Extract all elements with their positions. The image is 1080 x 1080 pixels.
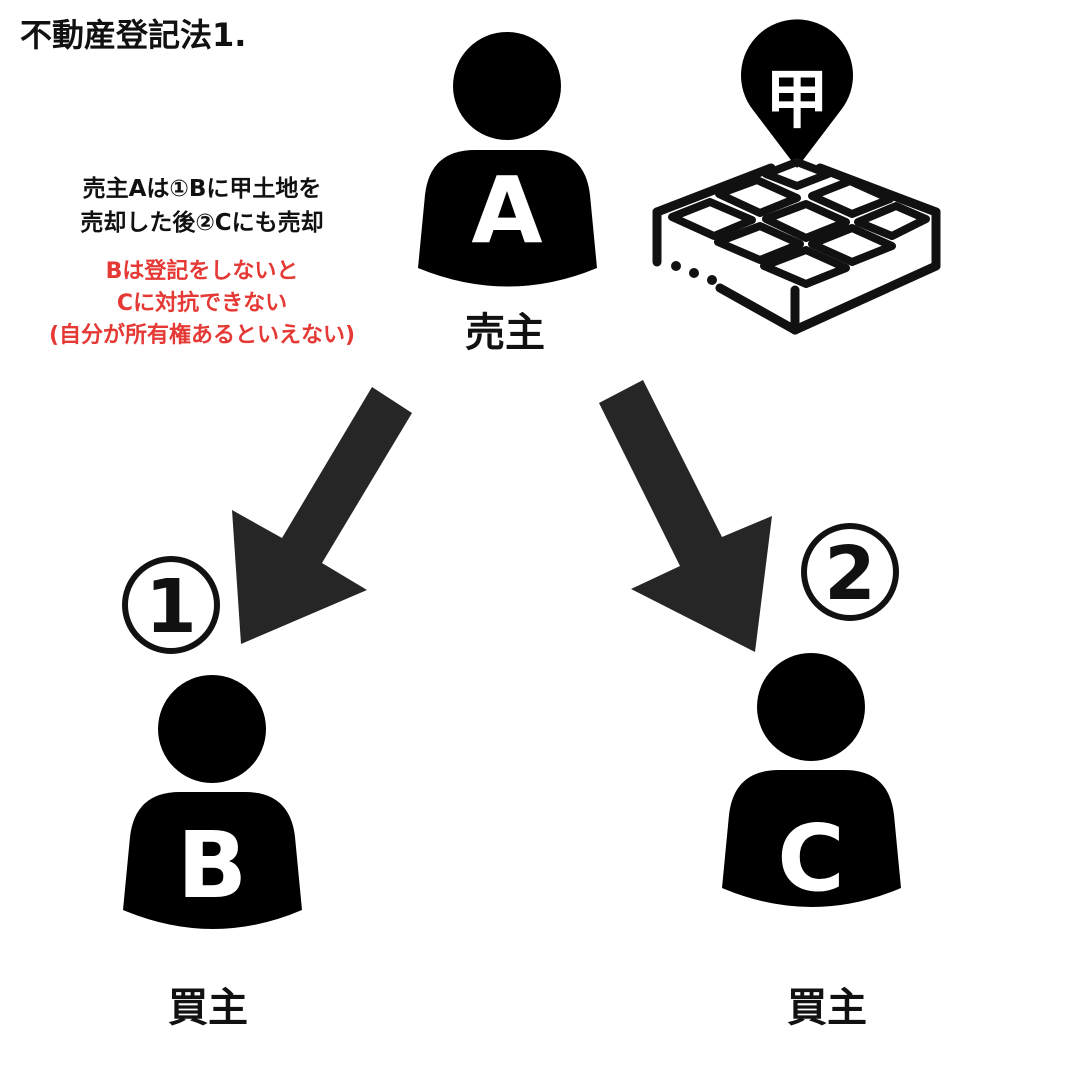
emphasis-line-2: Cに対抗できない bbox=[116, 291, 288, 316]
buyer-c-person-icon: C bbox=[722, 653, 901, 912]
page-title: 不動産登記法1. bbox=[20, 16, 247, 54]
emphasis-line-3: (自分が所有権あるといえない) bbox=[48, 323, 356, 348]
sale-2-marker: 2 bbox=[801, 523, 899, 621]
explanation-text: 売主Aは①Bに甲土地を 売却した後②Cにも売却 bbox=[0, 172, 412, 240]
emphasis-text: Bは登記をしないと Cに対抗できない (自分が所有権あるといえない) bbox=[0, 256, 412, 352]
land-label: 甲 bbox=[765, 64, 829, 138]
buyer-c-role-label: 買主 bbox=[787, 985, 867, 1031]
explanation-line-1: 売主Aは①Bに甲土地を bbox=[82, 176, 322, 202]
seller-person-icon: A bbox=[418, 32, 597, 287]
sale-1-number: 1 bbox=[145, 564, 197, 650]
buyer-c-letter: C bbox=[777, 805, 845, 912]
seller-role-label: 売主 bbox=[465, 310, 545, 356]
seller-letter: A bbox=[471, 157, 542, 264]
buyer-b-person-icon: B bbox=[123, 675, 302, 929]
buyer-b-role-label: 買主 bbox=[168, 985, 248, 1031]
explanation-line-2: 売却した後②Cにも売却 bbox=[80, 210, 324, 236]
sale-1-marker: 1 bbox=[122, 556, 220, 654]
arrow-to-buyer-c bbox=[599, 380, 772, 652]
location-pin-icon: 甲 bbox=[741, 19, 854, 168]
land-parcel-icon: 甲 bbox=[652, 19, 941, 335]
emphasis-line-1: Bは登記をしないと bbox=[105, 259, 299, 284]
sale-2-number: 2 bbox=[824, 531, 876, 617]
buyer-b-letter: B bbox=[177, 812, 247, 919]
arrow-to-buyer-b bbox=[232, 387, 412, 644]
